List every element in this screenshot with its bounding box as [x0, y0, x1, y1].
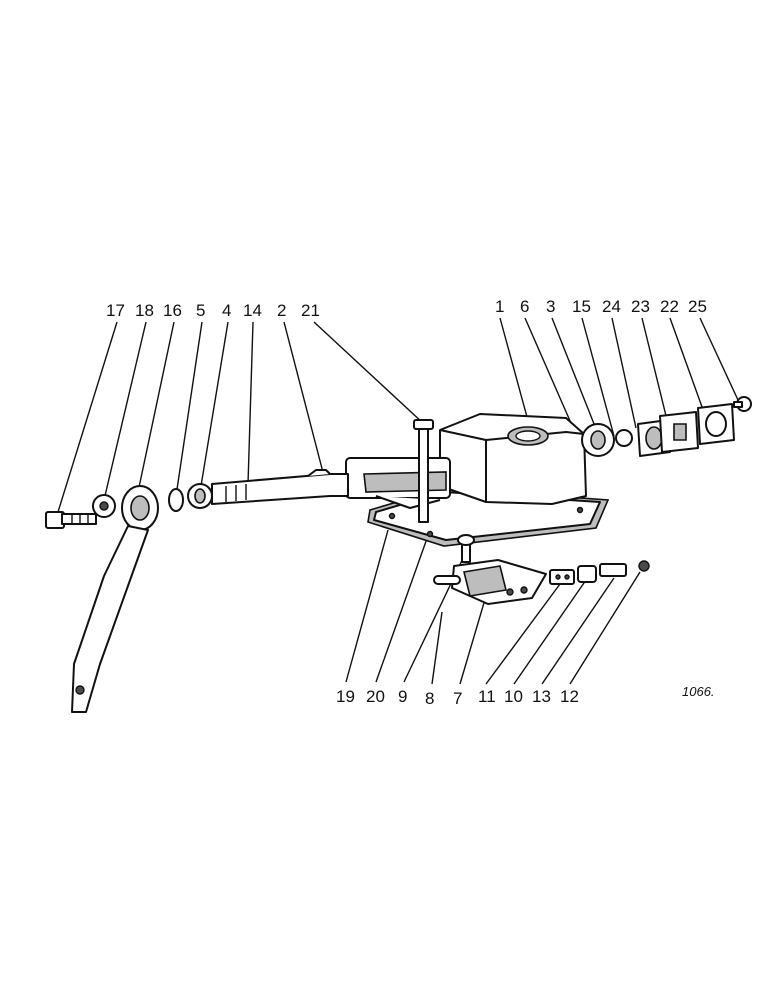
callout-12: 12	[560, 687, 579, 706]
callout-17: 17	[106, 301, 125, 320]
main-housing	[345, 413, 587, 509]
callout-9: 9	[398, 687, 407, 706]
callout-2: 2	[277, 301, 286, 320]
callout-23: 23	[631, 297, 650, 316]
callout-3: 3	[546, 297, 555, 316]
callout-10: 10	[504, 687, 523, 706]
pinch-bolt	[45, 511, 97, 529]
shaft	[211, 469, 349, 505]
callout-7: 7	[453, 689, 462, 708]
lever-arm	[71, 485, 159, 713]
leader-lines	[57, 317, 739, 685]
figure-number: 1066.	[682, 684, 715, 699]
callout-14: 14	[243, 301, 262, 320]
top-callouts: 17 18 16 5 4 14 2 21 1 6 3 15 24 23 22 2…	[106, 297, 707, 320]
callout-1: 1	[495, 297, 504, 316]
callout-20: 20	[366, 687, 385, 706]
callout-16: 16	[163, 301, 182, 320]
callout-13: 13	[532, 687, 551, 706]
callout-22: 22	[660, 297, 679, 316]
callout-24: 24	[602, 297, 621, 316]
callout-18: 18	[135, 301, 154, 320]
callout-6: 6	[520, 297, 529, 316]
callout-19: 19	[336, 687, 355, 706]
long-bolt	[413, 419, 434, 523]
callout-8: 8	[425, 689, 434, 708]
callout-21: 21	[301, 301, 320, 320]
callout-11: 11	[478, 687, 496, 706]
callout-25: 25	[688, 297, 707, 316]
callout-5: 5	[196, 301, 205, 320]
rear-cover-stack	[581, 396, 752, 457]
bottom-callouts: 19 20 9 8 7 11 10 13 12	[336, 687, 579, 708]
callout-15: 15	[572, 297, 591, 316]
lower-bracket-parts	[433, 534, 650, 605]
callout-4: 4	[222, 301, 231, 320]
bearing-parts	[92, 483, 213, 518]
